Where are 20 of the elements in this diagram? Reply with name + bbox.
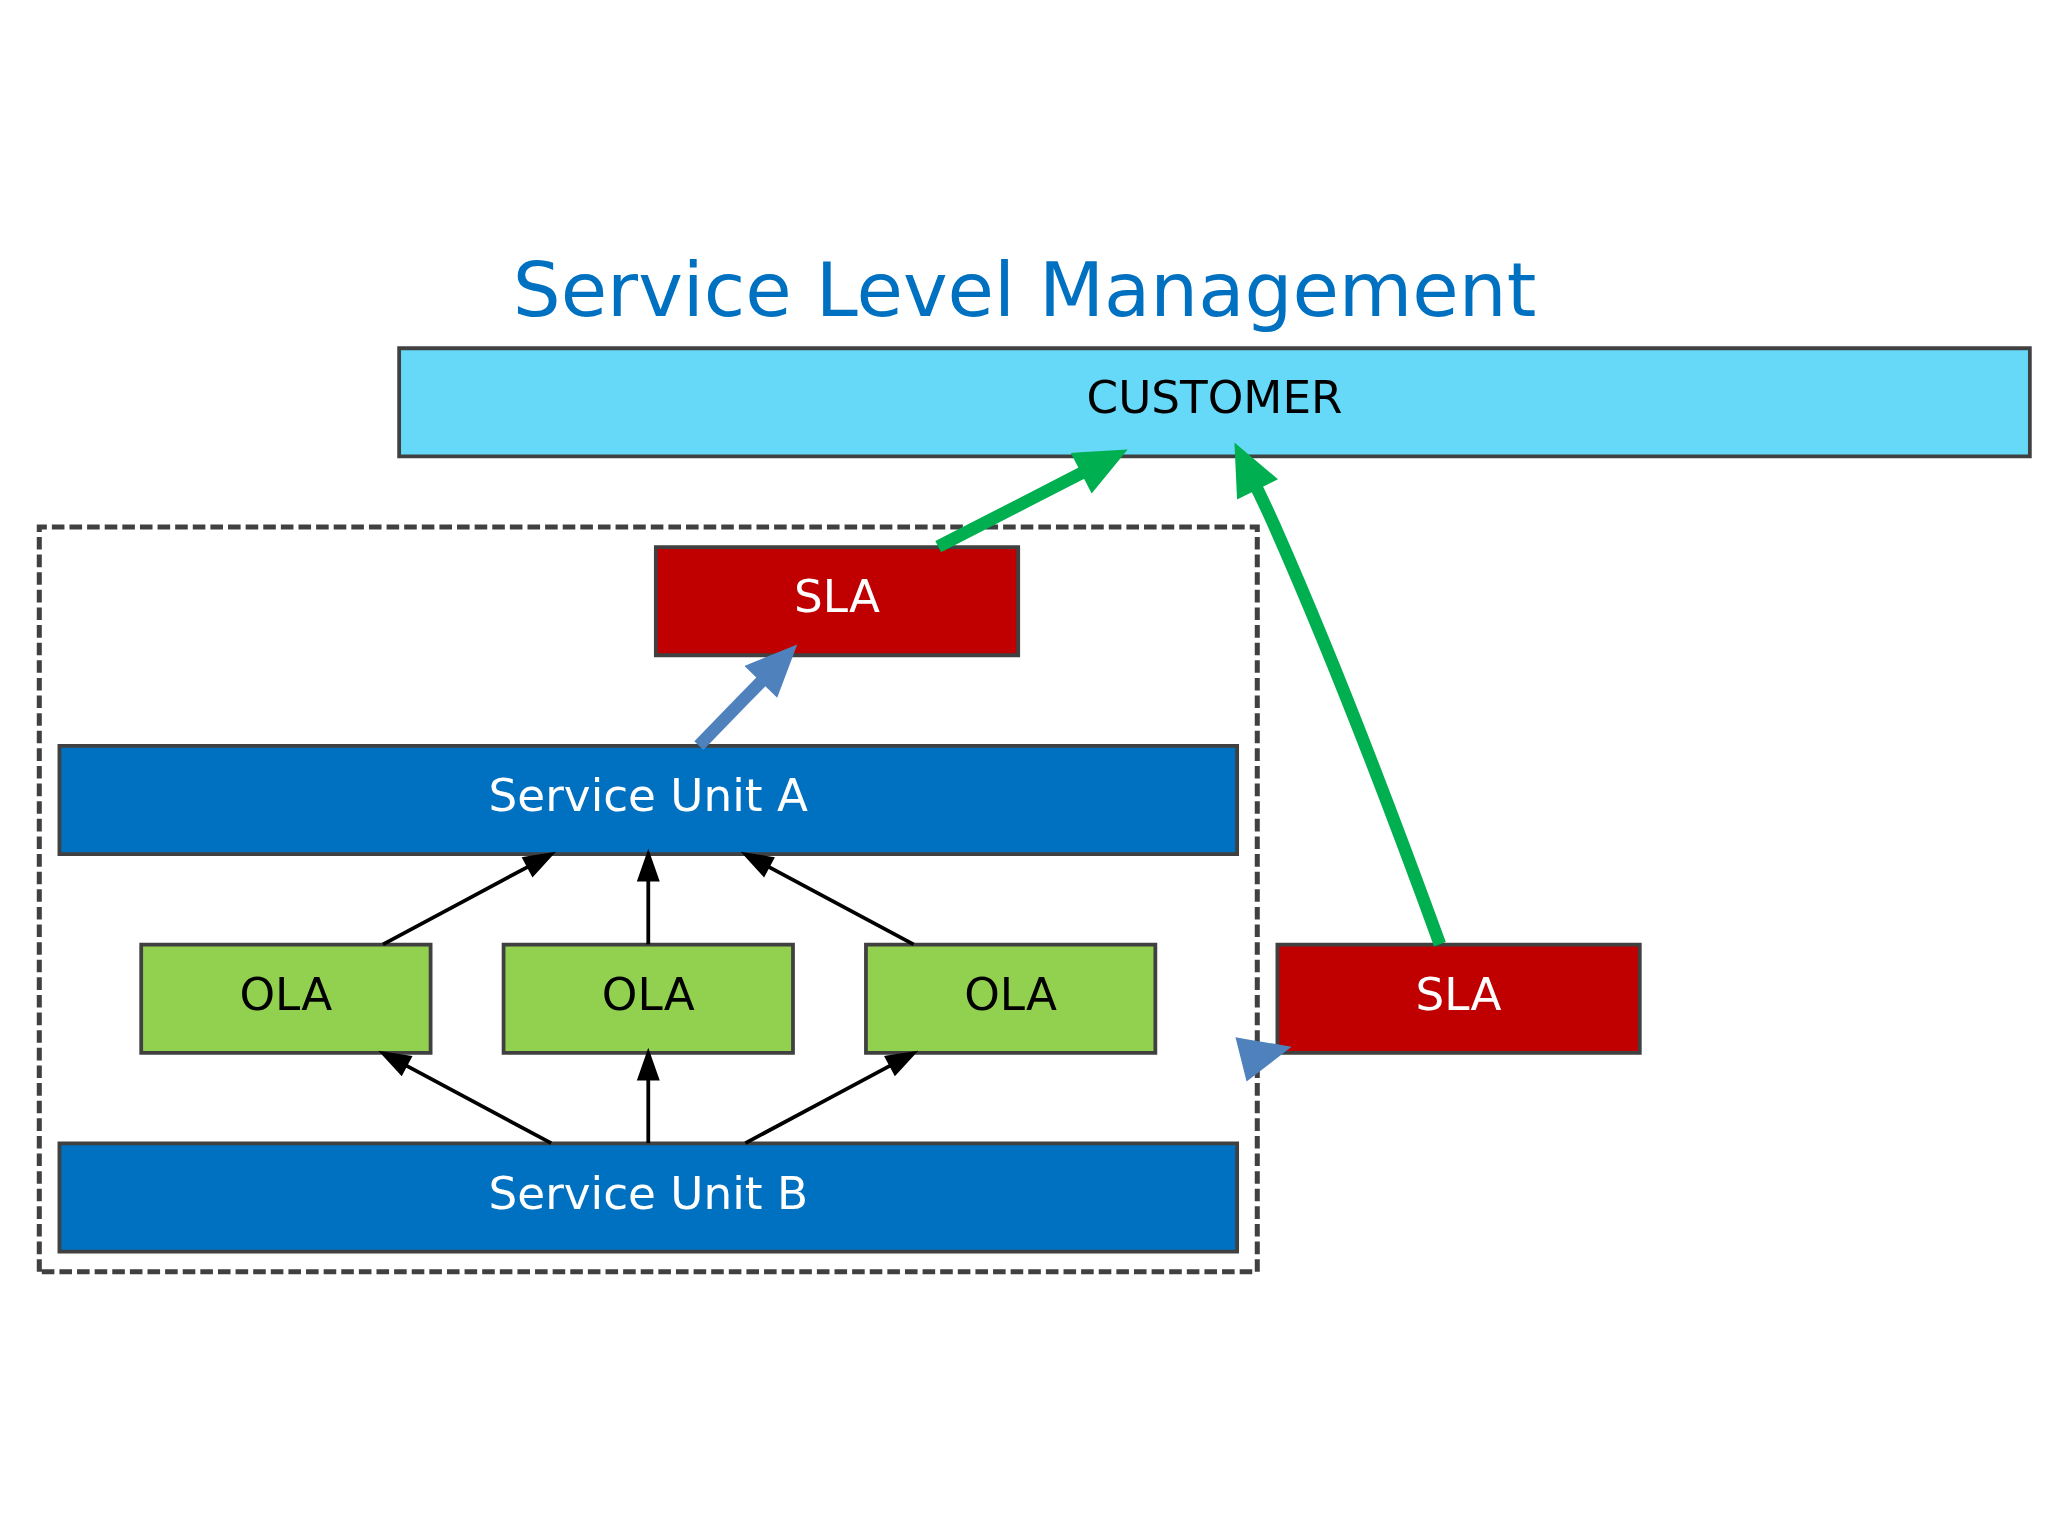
node-box: OLA (863, 942, 1157, 1055)
cluster (36, 523, 1260, 1274)
node-box: SLA (1275, 942, 1642, 1055)
node-box: Service Unit B (57, 1141, 1239, 1254)
arrow (636, 1047, 660, 1143)
arrow (744, 1050, 918, 1145)
arrow (1233, 442, 1446, 946)
arrow (693, 644, 797, 750)
arrow (636, 848, 660, 944)
node-box: OLA (501, 942, 795, 1055)
arrow (1234, 1036, 1292, 1082)
node-box: SLA (653, 544, 1020, 657)
node-box: OLA (138, 942, 432, 1055)
node-box: Service Unit A (57, 743, 1239, 856)
arrow (377, 1050, 552, 1145)
arrow (381, 851, 556, 946)
node-box: CUSTOMER (396, 345, 2032, 458)
arrow (934, 448, 1128, 552)
diagram-title: Service Level Management (512, 245, 1536, 334)
arrow (740, 851, 914, 946)
